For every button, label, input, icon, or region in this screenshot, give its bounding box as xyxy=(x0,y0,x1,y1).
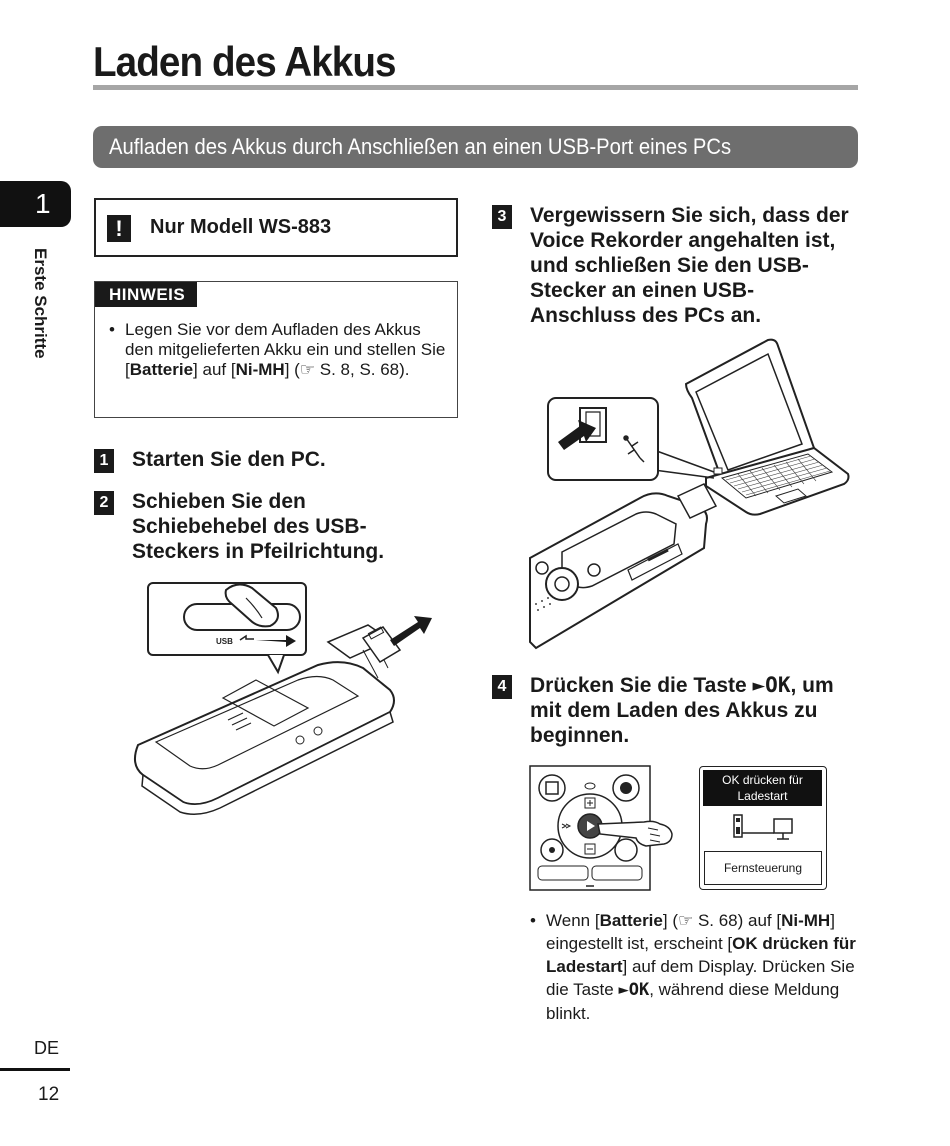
hand-pointer-icon xyxy=(597,820,673,847)
recorder-pc-connection-icon xyxy=(733,814,793,840)
step-number: 2 xyxy=(94,491,114,515)
step-number: 1 xyxy=(94,449,114,473)
note-heading: HINWEIS xyxy=(95,282,198,307)
warning-icon: ! xyxy=(107,215,131,242)
title-divider xyxy=(93,85,858,90)
pc-connection-illustration xyxy=(529,338,850,650)
recorder-icon xyxy=(529,483,718,650)
step-text: Schieben Sie den Schiebehebel des USB-St… xyxy=(132,490,385,563)
bullet: • xyxy=(109,320,115,339)
step-text: Starten Sie den PC. xyxy=(132,448,326,471)
footer-divider xyxy=(0,1068,70,1071)
laptop-icon xyxy=(684,338,850,516)
step-number: 3 xyxy=(492,205,512,229)
usb-symbol-icon xyxy=(623,435,645,463)
model-notice-text: Nur Modell WS-883 xyxy=(150,216,332,238)
usb-slider-illustration: USB xyxy=(133,582,432,815)
slider-callout: USB xyxy=(147,582,307,675)
hand-pointer-icon xyxy=(224,583,279,628)
bottom-note: • Wenn [Batterie] (☞ S. 68) auf [Ni-MH] … xyxy=(530,911,856,1023)
arrow-icon xyxy=(558,420,596,450)
display-option: Fernsteuerung xyxy=(704,851,822,885)
model-notice-box: ! Nur Modell WS-883 xyxy=(94,198,458,257)
note-box: HINWEIS • Legen Sie vor dem Aufladen des… xyxy=(94,281,458,418)
arrow-icon xyxy=(390,616,432,646)
step-text: Vergewissern Sie sich, dass der Voice Re… xyxy=(530,204,849,327)
ok-key-label: ►OK xyxy=(618,980,650,1000)
usb-plug-icon xyxy=(361,626,402,664)
note-text: • Legen Sie vor dem Aufladen des Akkus d… xyxy=(109,320,446,379)
language-code: DE xyxy=(34,1038,60,1058)
display-screen: OK drücken für Ladestart Fernsteuerung xyxy=(699,766,827,890)
bullet: • xyxy=(530,911,536,930)
step-number: 4 xyxy=(492,675,512,699)
step-text: Drücken Sie die Taste ►OK, um mit dem La… xyxy=(530,673,834,747)
chapter-label: Erste Schritte xyxy=(31,248,50,359)
ok-key-label: ►OK xyxy=(752,673,791,697)
chapter-tab[interactable]: 1 xyxy=(0,181,71,227)
page-number: 12 xyxy=(38,1084,60,1105)
section-heading: Aufladen des Akkus durch Anschließen an … xyxy=(93,126,858,168)
usb-label: USB xyxy=(216,637,233,646)
page-title: Laden des Akkus xyxy=(93,38,397,85)
button-panel-illustration xyxy=(529,765,673,891)
display-prompt: OK drücken für Ladestart xyxy=(703,770,822,806)
